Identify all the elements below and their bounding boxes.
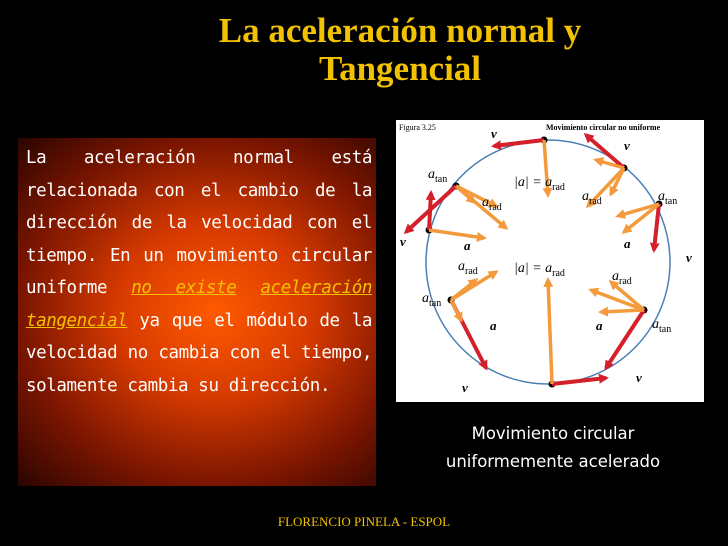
body-part-1: La aceleración normal está relacionada c…: [26, 148, 372, 298]
circular-path: [425, 139, 671, 385]
velocity-labels: v v v v v v: [400, 126, 692, 395]
v-label-top-right: v: [624, 138, 630, 153]
text-panel: [18, 138, 376, 486]
component-labels: atan arad arad atan arad arad atan atan: [422, 167, 677, 335]
a-rad-label-3: arad: [458, 259, 478, 277]
equation-top: |a| = arad: [514, 175, 565, 193]
a-label-left: a: [464, 238, 471, 253]
figure-diagram: Figura 3.25 Movimiento circular no unifo…: [399, 123, 692, 395]
v-label-bottom: v: [462, 380, 468, 395]
body-part-2: ya que el módulo de la velocidad no camb…: [26, 310, 372, 396]
title-line-1: La aceleración normal y: [218, 11, 582, 50]
circular-motion-figure: Figura 3.25 Movimiento circular no unifo…: [396, 120, 704, 402]
a-rad-label-2: arad: [582, 189, 602, 207]
highlight-no-existe: no existe: [131, 278, 237, 298]
body-text: La aceleración normal está relacionada c…: [26, 142, 372, 402]
v-label-top: v: [491, 126, 497, 141]
a-label-right: a: [624, 236, 631, 251]
highlight-aceleracion-tangencial: aceleración tangencial: [26, 278, 372, 331]
caption-line-1: Movimiento circular: [471, 424, 635, 443]
caption-line-2: uniformemente acelerado: [445, 452, 661, 471]
a-label-bottom-left: a: [490, 318, 497, 333]
v-label-left: v: [400, 234, 406, 249]
slide-title: La aceleración normal y Tangencial: [95, 12, 705, 88]
figure-caption: Movimiento circular uniformemente aceler…: [414, 420, 692, 476]
a-rad-label-1: arad: [482, 195, 502, 213]
figure-label: Figura 3.25: [399, 123, 436, 132]
equations: |a| = arad |a| = arad: [514, 175, 565, 279]
figure-heading: Movimiento circular no uniforme: [546, 123, 661, 132]
a-tan-label-4: atan: [652, 317, 671, 335]
a-tan-label-2: atan: [658, 189, 677, 207]
v-label-bottom-right: v: [636, 370, 642, 385]
a-rad-label-4: arad: [612, 269, 632, 287]
title-line-2: Tangencial: [318, 49, 482, 88]
footer-credit: FLORENCIO PINELA - ESPOL: [277, 514, 451, 529]
acceleration-labels: a a a a: [464, 236, 631, 333]
v-label-right: v: [686, 250, 692, 265]
a-tan-label-1: atan: [428, 167, 447, 185]
acceleration-arrows: [428, 139, 661, 385]
a-tan-label-3: atan: [422, 291, 441, 309]
equation-center: |a| = arad: [514, 261, 565, 279]
a-label-bottom-right: a: [596, 318, 603, 333]
